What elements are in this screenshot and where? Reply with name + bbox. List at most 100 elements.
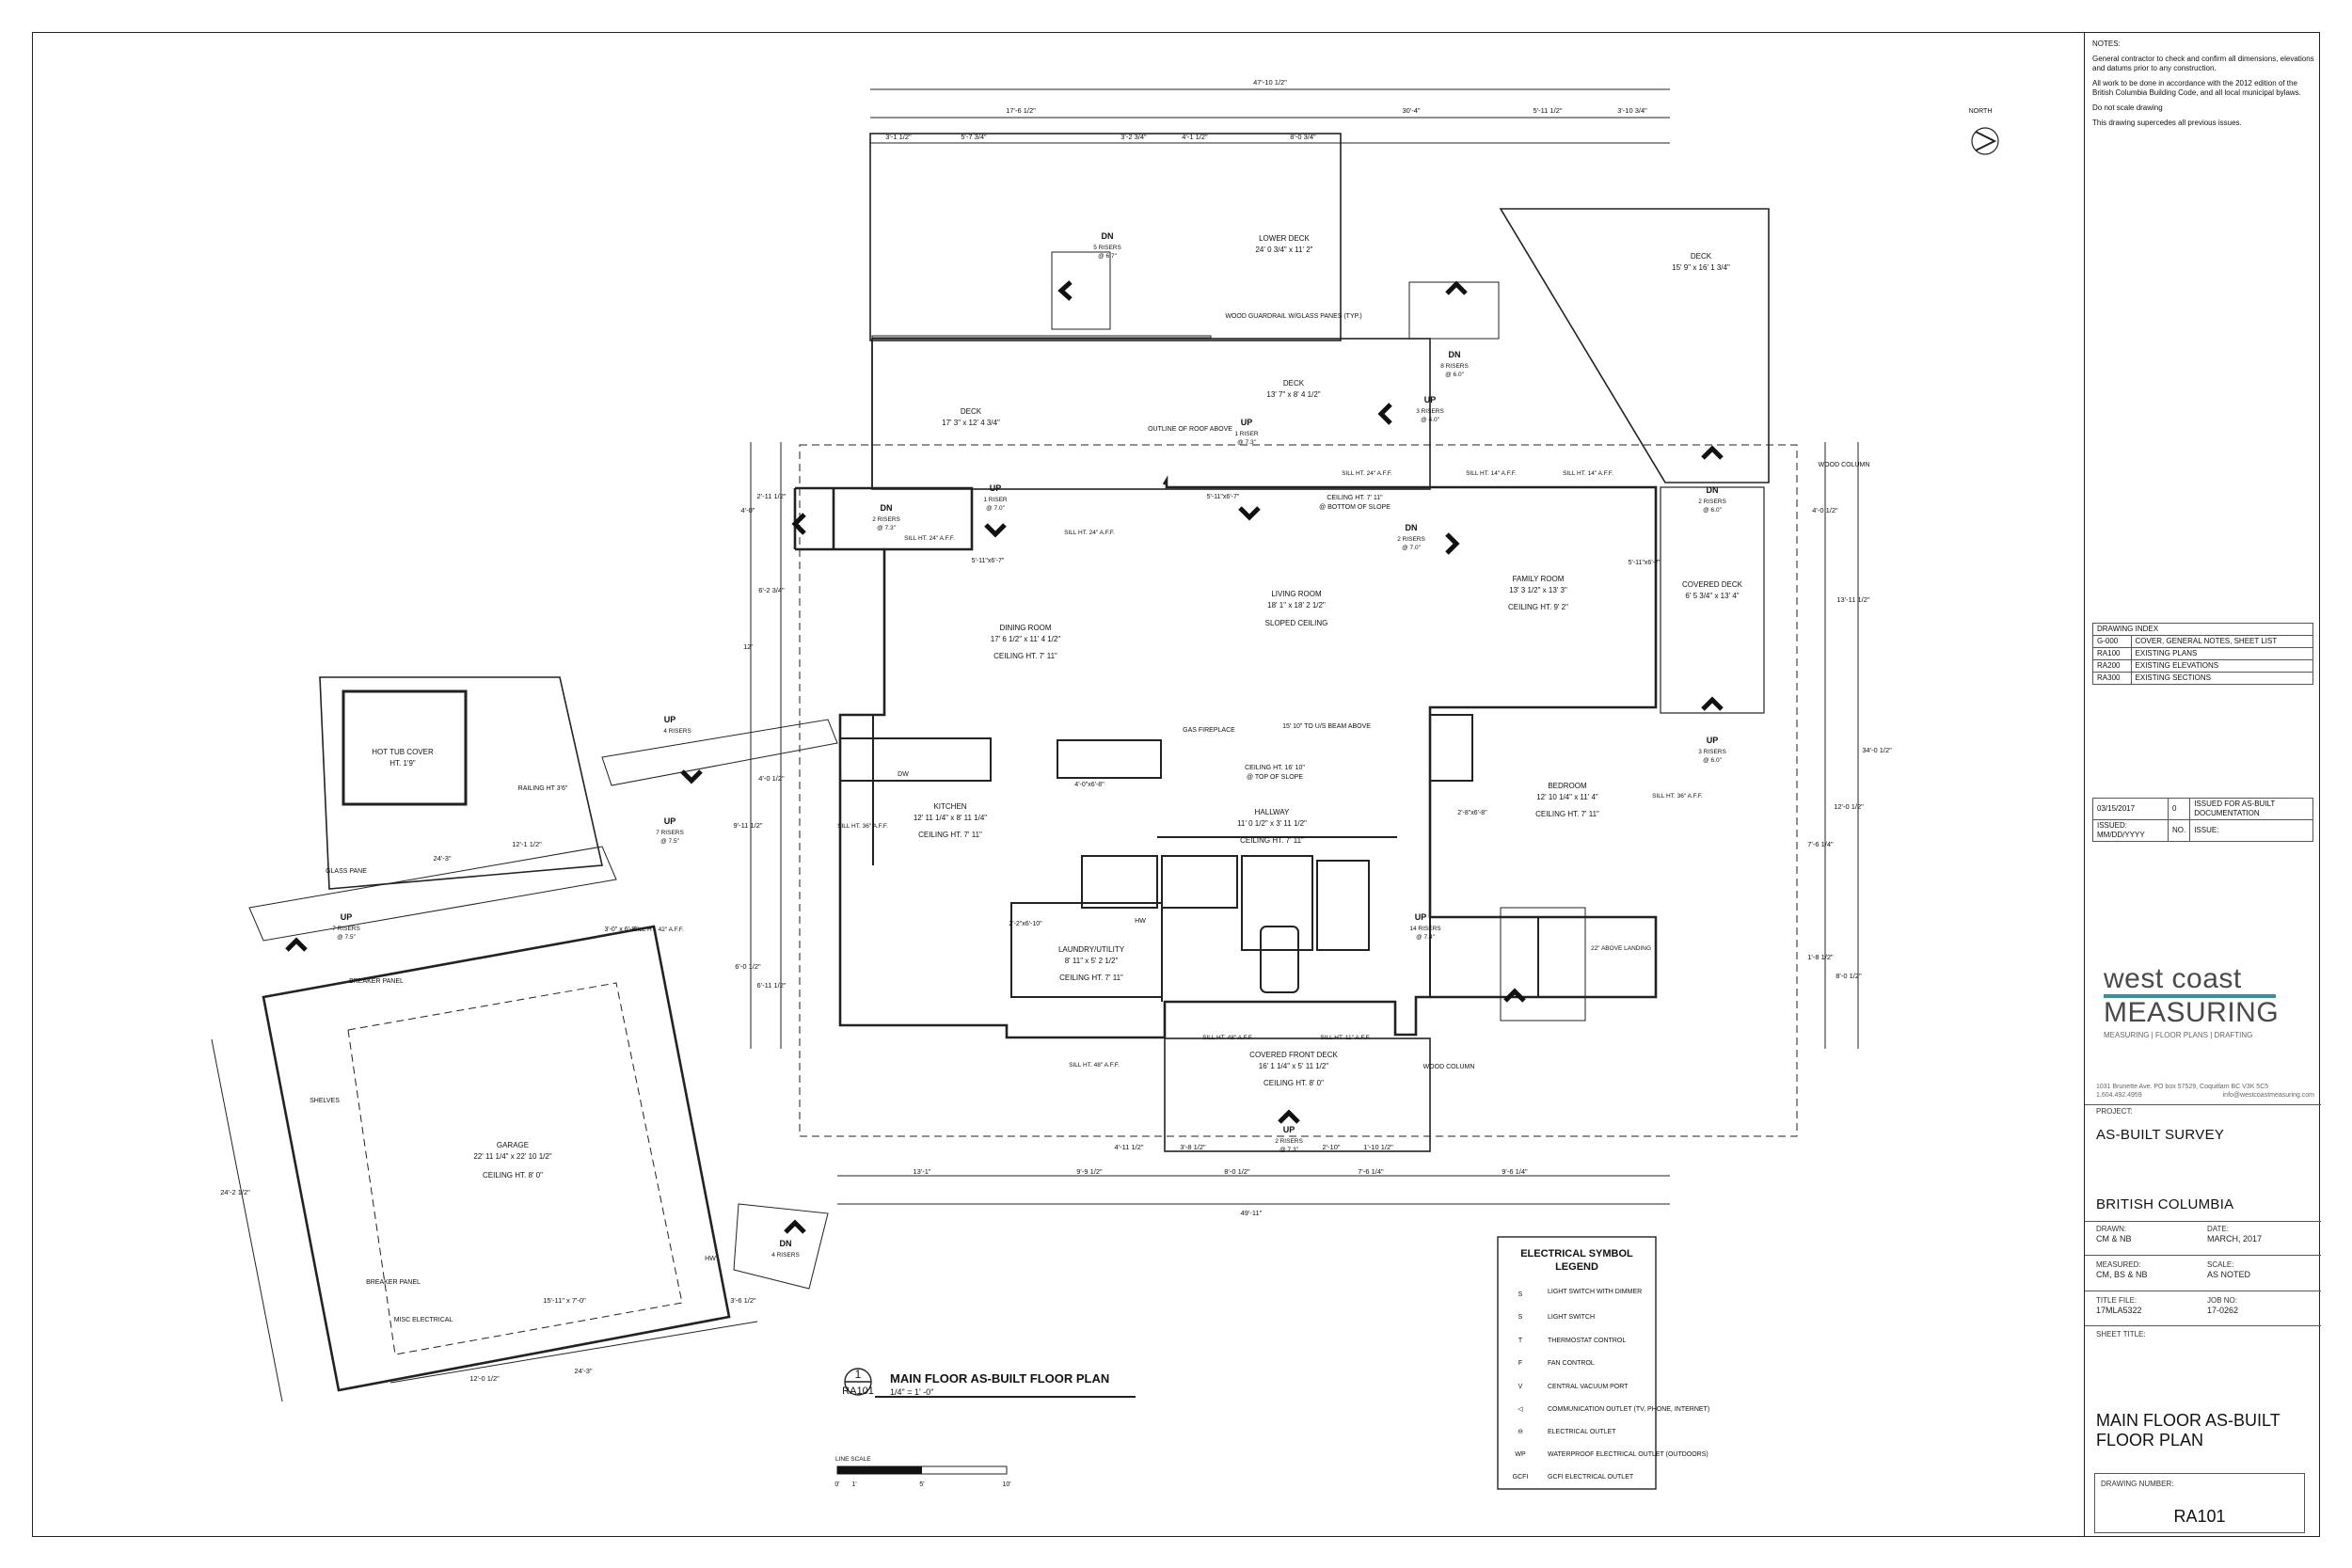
ceiling-bottom-slope: CEILING HT. 7' 11" [1327, 495, 1383, 501]
dim-garage-4: 15'-11" x 7'-0" [543, 1296, 586, 1305]
revision-issue-label: ISSUE: [2189, 819, 2313, 842]
dim-garage-0: 24'-3" [433, 854, 451, 863]
dim-top-d: 5'-7 3/4" [961, 133, 987, 141]
note-dining: CEILING HT. 7' 11" [993, 652, 1057, 660]
hw-laundry-label: HW [1135, 918, 1146, 925]
project-location: BRITISH COLUMBIA [2096, 1196, 2234, 1212]
deck-east-outline [1499, 208, 1770, 483]
dim-right-2: 34'-0 1/2" [1862, 746, 1892, 754]
stair-risers-1: 8 RISERS [1440, 363, 1469, 370]
measured-label: MEASURED: [2096, 1260, 2141, 1269]
dim-bottom-g: 3'-8 1/2" [1180, 1143, 1206, 1151]
drawing-number-label: DRAWING NUMBER: [2101, 1480, 2174, 1488]
plan-sheet-ref: RA101 [842, 1386, 874, 1397]
legend-title-1: ELECTRICAL SYMBOL [1520, 1248, 1633, 1259]
dim-top-h: 5'-11 1/2" [1533, 106, 1562, 115]
roof-outline-label: OUTLINE OF ROOF ABOVE [1148, 426, 1232, 433]
general-notes: NOTES: General contractor to check and c… [2092, 40, 2314, 134]
drawn-label: DRAWN: [2096, 1225, 2127, 1233]
room-size-family: 13' 3 1/2" x 13' 3" [1509, 586, 1567, 594]
room-size-deck-center: 13' 7" x 8' 4 1/2" [1266, 390, 1320, 399]
window-sill-garage: SILL HT. 42" A.F.F. [633, 927, 684, 933]
room-name-front-deck: COVERED FRONT DECK [1249, 1051, 1338, 1059]
dim-garage-6: 3'-6 1/2" [730, 1296, 756, 1305]
room-name-garage: GARAGE [497, 1141, 529, 1149]
lower-deck-outline [869, 133, 1342, 341]
room-name-laundry: LAUNDRY/UTILITY [1058, 945, 1125, 954]
legend-text-fan: FAN CONTROL [1548, 1360, 1595, 1367]
stair-dir-front-up: UP [1283, 1125, 1295, 1134]
window-sill-laundry: SILL HT. 48" A.F.F. [1069, 1062, 1120, 1069]
legend-sym-dimmer: S [1518, 1291, 1523, 1298]
line-scale-tick-10: 10' [1002, 1481, 1010, 1488]
stair-rise-13: @ 7.3" [1279, 1147, 1298, 1153]
dim-top-g: 8'-0 3/4" [1290, 133, 1316, 141]
covered-front-deck-outline [1164, 1037, 1431, 1152]
stair-dir-garage-dn: DN [780, 1239, 792, 1248]
note-family: CEILING HT. 9' 2" [1508, 603, 1568, 611]
scale-value: AS NOTED [2207, 1270, 2251, 1279]
title-file-value: 17MLA5322 [2096, 1306, 2142, 1315]
stair-dir-dining-up: UP [990, 483, 1002, 493]
revision-num: 0 [2167, 798, 2191, 820]
legend-sym-fan: F [1518, 1360, 1522, 1367]
deck-center-outline [871, 338, 1431, 490]
note-kitchen: CEILING HT. 7' 11" [918, 831, 982, 839]
revision-issued-label: ISSUED: MM/DD/YYYY [2092, 819, 2169, 842]
stair-risers-6: 2 RISERS [1397, 536, 1425, 543]
breaker-panel-label-bottom: BREAKER PANEL [366, 1279, 421, 1286]
legend-sym-vacuum: V [1518, 1384, 1523, 1390]
revision-table: 03/15/2017 0 ISSUED FOR AS-BUILT DOCUMEN… [2092, 798, 2313, 842]
company-logo: west coast MEASURING MEASURING | FLOOR P… [2104, 965, 2292, 1040]
index-code: G-000 [2092, 635, 2132, 648]
window-sill-stair: 22" ABOVE LANDING [1591, 945, 1651, 952]
legend-sym-thermostat: T [1518, 1338, 1523, 1344]
plan-scale: 1/4" = 1' -0" [890, 1387, 933, 1397]
stair-risers-8: 3 RISERS [1698, 749, 1726, 755]
stair-rise-10: @ 7.5" [660, 838, 679, 845]
ceiling-top-slope: CEILING HT. 16' 10" [1245, 765, 1305, 771]
revision-desc: ISSUED FOR AS-BUILT DOCUMENTATION [2189, 798, 2313, 820]
dim-bottom-a: 13'-1" [913, 1167, 930, 1176]
dim-top-f: 4'-1 1/2" [1182, 133, 1208, 141]
stair-risers-3: 1 RISER [1234, 431, 1259, 437]
company-address: 1031 Brunette Ave. PO box 57529, Coquitl… [2096, 1084, 2314, 1101]
drawing-index-title: DRAWING INDEX [2092, 623, 2313, 636]
dim-right-6: 8'-0 1/2" [1836, 972, 1862, 980]
index-desc: EXISTING SECTIONS [2130, 672, 2314, 685]
room-size-hallway: 11' 0 1/2" x 3' 11 1/2" [1237, 819, 1307, 828]
door-label-living: 5'-11"x6'-7" [1207, 494, 1240, 500]
drawing-number: RA101 [2173, 1507, 2226, 1526]
room-name-kitchen: KITCHEN [933, 802, 966, 811]
garage-outline [262, 925, 731, 1392]
logo-tagline: MEASURING | FLOOR PLANS | DRAFTING [2104, 1031, 2253, 1039]
index-desc: EXISTING PLANS [2130, 647, 2314, 660]
dim-garage-1: 12'-1 1/2" [512, 840, 542, 848]
stair-risers-5: 2 RISERS [872, 516, 900, 523]
project-name: AS-BUILT SURVEY [2096, 1127, 2225, 1143]
breaker-panel-label-top: BREAKER PANEL [349, 978, 404, 985]
door-label-laundry: 2'-2"x6'-10" [1009, 921, 1042, 927]
dim-garage-2: 24'-3" [574, 1367, 592, 1375]
beam-label: 15' 10" TO U/S BEAM ABOVE [1282, 723, 1371, 730]
stair-rise-11: @ 7.5" [337, 934, 356, 941]
project-label: PROJECT: [2096, 1107, 2133, 1116]
room-size-deck-east: 15' 9" x 16' 1 3/4" [1672, 263, 1730, 272]
legend-text-communication: COMMUNICATION OUTLET (TV, PHONE, INTERNE… [1548, 1406, 1709, 1413]
note-3: Do not scale drawing [2092, 103, 2163, 112]
legend-text-waterproof: WATERPROOF ELECTRICAL OUTLET (OUTDOORS) [1548, 1451, 1708, 1458]
scale-label: SCALE: [2207, 1260, 2234, 1269]
legend-text-vacuum: CENTRAL VACUUM PORT [1548, 1384, 1629, 1390]
ceiling-bottom-slope-note: @ BOTTOM OF SLOPE [1319, 504, 1391, 511]
index-desc: COVER, GENERAL NOTES, SHEET LIST [2130, 635, 2314, 648]
wood-column-label-front: WOOD COLUMN [1423, 1064, 1475, 1070]
dim-right-1: 13'-11 1/2" [1836, 595, 1870, 604]
railing-label: RAILING HT 3'6" [518, 785, 568, 792]
room-name-living: LIVING ROOM [1271, 590, 1322, 598]
exterior-wall [834, 475, 1658, 1039]
dim-right-5: 1'-8 1/2" [1807, 953, 1834, 961]
legend-sym-waterproof: WP [1515, 1451, 1526, 1458]
stair-rise-6: @ 7.0" [1402, 545, 1421, 551]
room-name-dining: DINING ROOM [999, 624, 1051, 632]
